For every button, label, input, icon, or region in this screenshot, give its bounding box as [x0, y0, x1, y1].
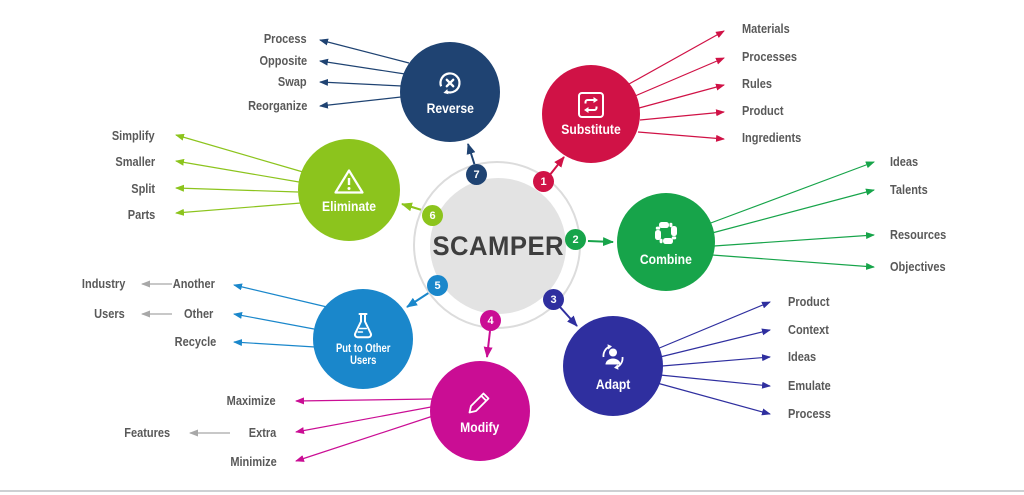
adapt-person-icon [602, 344, 624, 370]
spoke-ptou-other [233, 312, 315, 330]
spoke-label: Ingredients [742, 131, 802, 145]
spoke-label: Swap [278, 75, 307, 89]
spoke-label: Minimize [230, 455, 277, 469]
node-substitute: Substitute [542, 65, 640, 163]
spoke-combine-resources [713, 232, 875, 247]
spoke-substitute-product [639, 109, 725, 121]
badge-arrow-reverse [466, 143, 476, 167]
spoke-reverse-process [319, 38, 410, 64]
spoke-label: Product [788, 295, 830, 309]
spoke-label: Product [742, 104, 784, 118]
spoke-label: Ideas [788, 350, 817, 364]
spoke-adapt-product [656, 301, 771, 350]
spoke-label: Split [131, 182, 155, 196]
spoke-substitute-ingredients [637, 131, 725, 142]
spoke-label: Maximize [227, 394, 276, 408]
badge-arrow-adapt [559, 306, 578, 327]
spoke-combine-objectives [711, 254, 875, 270]
node-label-eliminate: Eliminate [321, 198, 377, 214]
badge-2: 2 [565, 229, 586, 250]
spoke-label: Context [788, 323, 829, 337]
badge-4: 4 [480, 310, 501, 331]
spoke-label: Smaller [115, 155, 155, 169]
spoke-eliminate-smaller [175, 158, 300, 183]
spoke-label: Objectives [890, 260, 946, 274]
badge-arrow-substitute [548, 156, 565, 177]
spoke-substitute-processes [634, 57, 725, 97]
pencil-icon [468, 392, 490, 414]
spoke-reverse-opposite [319, 58, 406, 75]
badge-7: 7 [466, 164, 487, 185]
spoke-ptou-another [233, 283, 328, 308]
spoke-label: Resources [890, 228, 947, 242]
node-label-reverse: Reverse [426, 101, 474, 116]
secondary-label: Industry [81, 277, 125, 291]
spoke-adapt-ideas [661, 354, 771, 367]
spoke-substitute-rules [638, 83, 725, 109]
spoke-adapt-process [656, 382, 771, 416]
spoke-label: Process [264, 32, 307, 46]
hub-circle: SCAMPER [430, 178, 566, 314]
spoke-eliminate-split [175, 184, 299, 193]
node-label-adapt: Adapt [595, 377, 631, 392]
spoke-combine-ideas [707, 161, 875, 225]
badge-3: 3 [543, 289, 564, 310]
spoke-label: Materials [742, 22, 790, 36]
spoke-ptou-recycle [233, 338, 316, 348]
spoke-modify-extra [295, 406, 432, 434]
spoke-label: Talents [890, 183, 928, 197]
bottom-divider [0, 490, 1024, 492]
spoke-eliminate-simplify [175, 133, 304, 173]
node-adapt: Adapt [563, 316, 663, 416]
badge-arrow-ptou [406, 291, 431, 308]
flask-icon [353, 313, 373, 339]
spoke-modify-minimize [295, 415, 434, 462]
page-title: SCAMPER [432, 230, 564, 261]
spoke-label: Emulate [788, 379, 831, 393]
spoke-modify-maximize [295, 397, 433, 405]
warning-triangle-icon [334, 168, 364, 194]
spoke-label: Opposite [259, 54, 307, 68]
spoke-label: Rules [742, 77, 772, 91]
badge-5: 5 [427, 275, 448, 296]
node-label-combine: Combine [639, 252, 692, 267]
spoke-label: Extra [248, 426, 276, 440]
spoke-reverse-reorganize [319, 96, 402, 109]
badge-arrow-modify [483, 330, 493, 358]
spoke-label: Process [788, 407, 831, 421]
node-eliminate: Eliminate [298, 139, 400, 241]
secondary-label: Users [94, 307, 125, 321]
badge-6: 6 [422, 205, 443, 226]
spoke-label: Ideas [890, 155, 919, 169]
spoke-label: Other [183, 307, 213, 321]
spoke-label: Simplify [112, 129, 155, 143]
spoke-combine-talents [711, 188, 875, 234]
badge-1: 1 [533, 171, 554, 192]
spoke-substitute-materials [628, 30, 725, 85]
spoke-label: Another [172, 277, 215, 291]
reverse-arrow-icon [439, 72, 461, 95]
node-label-substitute: Substitute [561, 122, 621, 137]
spoke-label: Reorganize [247, 99, 307, 113]
node-reverse: Reverse [400, 42, 500, 142]
node-combine: Combine [617, 193, 715, 291]
spoke-adapt-context [659, 328, 771, 358]
node-label-modify: Modify [460, 420, 500, 435]
spoke-eliminate-parts [175, 202, 302, 216]
spoke-label: Processes [742, 50, 798, 64]
substitute-swap-icon [578, 92, 604, 118]
node-modify: Modify [430, 361, 530, 461]
spoke-reverse-swap [319, 78, 403, 87]
combine-hands-icon [655, 222, 677, 244]
spoke-label: Recycle [174, 335, 216, 349]
secondary-label: Features [124, 426, 170, 440]
badge-arrow-combine [587, 237, 614, 247]
spoke-adapt-emulate [659, 374, 771, 389]
spoke-label: Parts [127, 208, 155, 222]
